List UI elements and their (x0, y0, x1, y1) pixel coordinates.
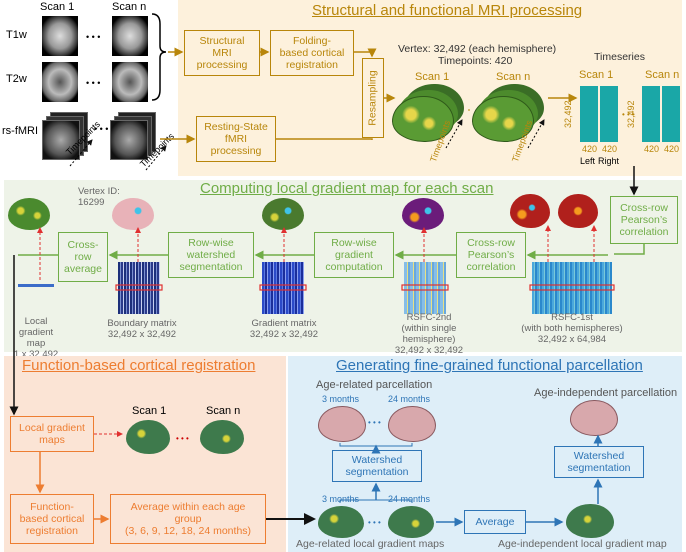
local-gradient-maps-box: Local gradient maps (10, 416, 94, 452)
ts-scann-left-block (642, 86, 660, 142)
watershed-seg-box-1: Watershed segmentation (332, 450, 422, 482)
ts-420-a: 420 (582, 144, 598, 154)
gradient-matrix-label: Gradient matrix 32,492 x 32,492 (249, 318, 319, 340)
left-scann-label: Scan n (206, 405, 241, 417)
watershed-box: Row-wise watershed segmentation (168, 232, 254, 278)
t1w-scann-image (112, 16, 148, 56)
left-ellipsis: • • • (176, 434, 189, 443)
rsfc1-label: RSFC-1st (with both hemispheres) 32,492 … (521, 312, 623, 345)
surface-scann-label: Scan n (496, 71, 531, 83)
ellipsis-t1w: • • • (86, 32, 101, 42)
ellipsis-fmri: • • • (94, 124, 109, 134)
ts-scan1-left-block (580, 86, 598, 142)
age-related-parcellation-label: Age-related parcellation (316, 379, 433, 391)
rsfmri-label: rs-fMRI (2, 125, 39, 137)
rsfc2-matrix (404, 262, 446, 314)
left-brain-scan1 (126, 420, 170, 454)
watershed-seg-box-2: Watershed segmentation (554, 446, 644, 478)
left-brain-scann (200, 420, 244, 454)
function-registration-box: Function- based cortical registration (10, 494, 94, 544)
brain-rsfc2 (402, 198, 444, 230)
pearson-box: Cross-row Pearson’s correlation (456, 232, 526, 278)
t1w-label: T1w (6, 29, 27, 41)
surface-stack-scann (470, 84, 548, 148)
parcel-brain-3m (318, 406, 366, 442)
ts-left-label: Left (580, 156, 596, 166)
brain-boundary (112, 198, 154, 230)
parcel-brain-indep (570, 400, 618, 436)
timeseries-label: Timeseries (594, 51, 645, 63)
rsfc1-matrix (532, 262, 612, 314)
resampling-box: Resampling (362, 58, 384, 138)
brain-gradient (262, 198, 304, 230)
ts-scan1-label: Scan 1 (579, 69, 614, 81)
top-panel-title: Structural and functional MRI processing (312, 2, 583, 19)
vertex-label: Vertex: 32,492 (each hemisphere) (398, 43, 557, 55)
mid-panel-title: Computing local gradient map for each sc… (200, 180, 494, 197)
cross-row-average-box: Cross- row average (58, 232, 108, 282)
age-related-maps-label: Age-related local gradient maps (296, 538, 445, 550)
gradient-box: Row-wise gradient computation (314, 232, 394, 278)
age-independent-map-label: Age-independent local gradient map (498, 538, 667, 550)
ts-420-b: 420 (602, 144, 618, 154)
vertex-id-label: Vertex ID: 16299 (78, 186, 120, 208)
brain-local-map (8, 198, 50, 230)
folding-registration-box: Folding- based cortical registration (270, 30, 354, 76)
average-age-group-box: Average within each age group (3, 6, 9, … (110, 494, 266, 544)
surface-stack-scan1 (390, 84, 468, 148)
gradient-ellipsis: • • • (368, 518, 381, 527)
resampling-label: Resampling (367, 70, 380, 126)
ts-scan1-right-block (600, 86, 618, 142)
local-map-label: Local gradient map 1 x 32,492 (13, 316, 59, 360)
gradient-brain-3m (318, 506, 364, 538)
surface-scan1-label: Scan 1 (415, 71, 450, 83)
t1w-scan1-image (42, 16, 78, 56)
local-gradient-bar (18, 284, 54, 287)
t2w-scan1-image (42, 62, 78, 102)
ts-right-label: Right (598, 156, 620, 166)
parcel-brain-24m (388, 406, 436, 442)
scann-label: Scan n (112, 1, 147, 13)
brain-rsfc1-right (558, 194, 598, 228)
average-box: Average (464, 510, 526, 534)
parcel-ellipsis: • • • (368, 418, 381, 427)
ellipsis-t2w: • • • (86, 78, 101, 88)
pearson-top-box: Cross-row Pearson’s correlation (610, 196, 678, 244)
resting-fmri-box: Resting-State fMRI processing (196, 116, 276, 162)
gradient-brain-24m (388, 506, 434, 538)
left-scan1-label: Scan 1 (132, 405, 167, 417)
left-panel (4, 356, 286, 552)
ts-420-c: 420 (644, 144, 660, 154)
rsfc2-label: RSFC-2nd (within single hemisphere) 32,4… (394, 312, 464, 356)
timepoints-420-label: Timepoints: 420 (438, 55, 513, 67)
boundary-matrix-label: Boundary matrix 32,492 x 32,492 (107, 318, 177, 340)
left-panel-title: Function-based cortical registration (22, 357, 256, 374)
brain-rsfc1-left (510, 194, 550, 228)
month3-label-a: 3 months (322, 394, 360, 404)
gradient-matrix (262, 262, 304, 314)
boundary-matrix (118, 262, 160, 314)
t2w-scann-image (112, 62, 148, 102)
gradient-brain-indep (566, 504, 614, 538)
right-panel-title: Generating fine-grained functional parce… (336, 357, 643, 374)
ellipsis-ts: • • • (622, 110, 635, 119)
ts-32492-label-a: 32,492 (563, 100, 573, 128)
month24-label-a: 24 months (388, 394, 431, 404)
month3-label-b: 3 months (322, 494, 360, 504)
ts-420-d: 420 (664, 144, 680, 154)
ts-scann-label: Scan n (645, 69, 680, 81)
month24-label-b: 24 months (388, 494, 431, 504)
ts-scann-right-block (662, 86, 680, 142)
t2w-label: T2w (6, 73, 27, 85)
structural-mri-box: Structural MRI processing (184, 30, 260, 76)
scan1-label: Scan 1 (40, 1, 75, 13)
age-independent-parcellation-label: Age-independent parcellation (534, 387, 678, 399)
